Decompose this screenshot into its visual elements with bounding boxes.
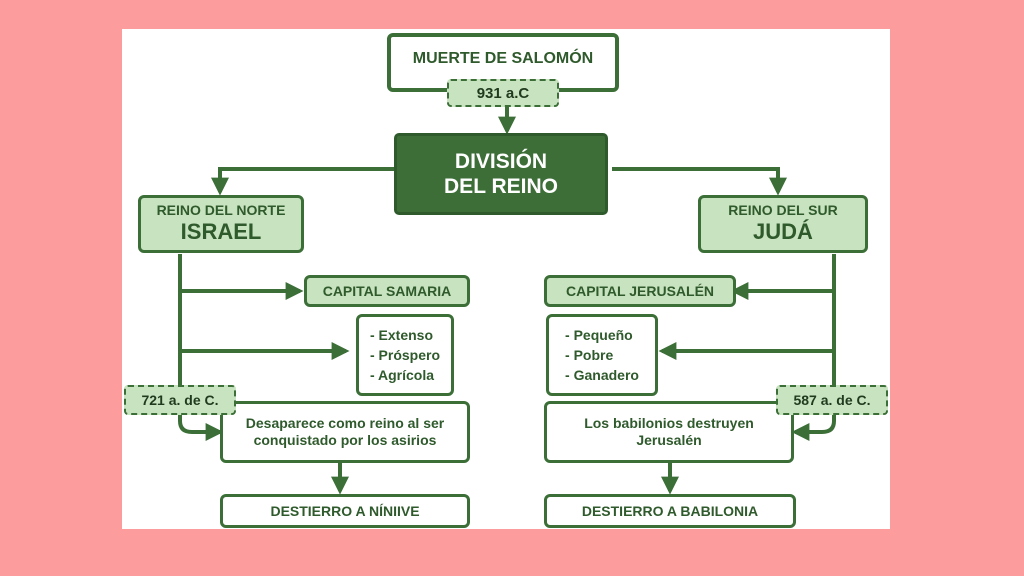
- division-line-1: DIVISIÓN: [454, 149, 548, 173]
- reino-norte-label: REINO DEL NORTE: [156, 202, 286, 219]
- muerte-salomon-text: MUERTE DE SALOMÓN: [412, 50, 594, 67]
- date-931-text: 931 a.C: [476, 84, 530, 102]
- diagram-panel: MUERTE DE SALOMÓN 931 a.C DIVISIÓN DEL R…: [122, 29, 890, 529]
- north-event-line-1: Desaparece como reino al ser: [245, 415, 445, 432]
- capital-jerusalen-text: CAPITAL JERUSALÉN: [565, 283, 715, 299]
- destierro-niniive-box: DESTIERRO A NÍNIIVE: [220, 494, 470, 528]
- date-721-text: 721 a. de C.: [141, 392, 219, 408]
- division-reino-box: DIVISIÓN DEL REINO: [394, 133, 608, 215]
- juda-name: JUDÁ: [753, 219, 813, 245]
- south-trait: - Pobre: [565, 346, 614, 363]
- capital-jerusalen-box: CAPITAL JERUSALÉN: [544, 275, 736, 307]
- north-trait: - Próspero: [369, 346, 440, 363]
- south-event-line-1: Los babilonios destruyen: [584, 415, 754, 432]
- capital-samaria-box: CAPITAL SAMARIA: [304, 275, 470, 307]
- south-trait: - Ganadero: [565, 367, 639, 384]
- south-event-box: Los babilonios destruyen Jerusalén: [544, 401, 794, 463]
- north-event-line-2: conquistado por los asirios: [253, 432, 437, 448]
- north-traits-box: - Extenso - Próspero - Agrícola: [356, 314, 454, 396]
- destierro-niniive-text: DESTIERRO A NÍNIIVE: [270, 503, 420, 519]
- destierro-babilonia-box: DESTIERRO A BABILONIA: [544, 494, 796, 528]
- north-trait: - Extenso: [369, 326, 433, 343]
- date-587-tag: 587 a. de C.: [776, 385, 888, 415]
- date-721-tag: 721 a. de C.: [124, 385, 236, 415]
- date-931-tag: 931 a.C: [447, 79, 559, 107]
- date-587-text: 587 a. de C.: [793, 392, 871, 408]
- division-line-2: DEL REINO: [444, 175, 558, 198]
- south-traits-box: - Pequeño - Pobre - Ganadero: [546, 314, 658, 396]
- reino-sur-label: REINO DEL SUR: [728, 202, 838, 219]
- israel-name: ISRAEL: [180, 219, 262, 245]
- reino-norte-box: REINO DEL NORTE ISRAEL: [138, 195, 304, 253]
- south-trait: - Pequeño: [565, 326, 633, 343]
- connector-lines: [178, 102, 836, 495]
- reino-sur-box: REINO DEL SUR JUDÁ: [698, 195, 868, 253]
- north-trait: - Agrícola: [369, 367, 435, 384]
- destierro-babilonia-text: DESTIERRO A BABILONIA: [581, 503, 759, 519]
- north-event-box: Desaparece como reino al ser conquistado…: [220, 401, 470, 463]
- capital-samaria-text: CAPITAL SAMARIA: [322, 283, 452, 299]
- south-event-line-2: Jerusalén: [636, 432, 702, 448]
